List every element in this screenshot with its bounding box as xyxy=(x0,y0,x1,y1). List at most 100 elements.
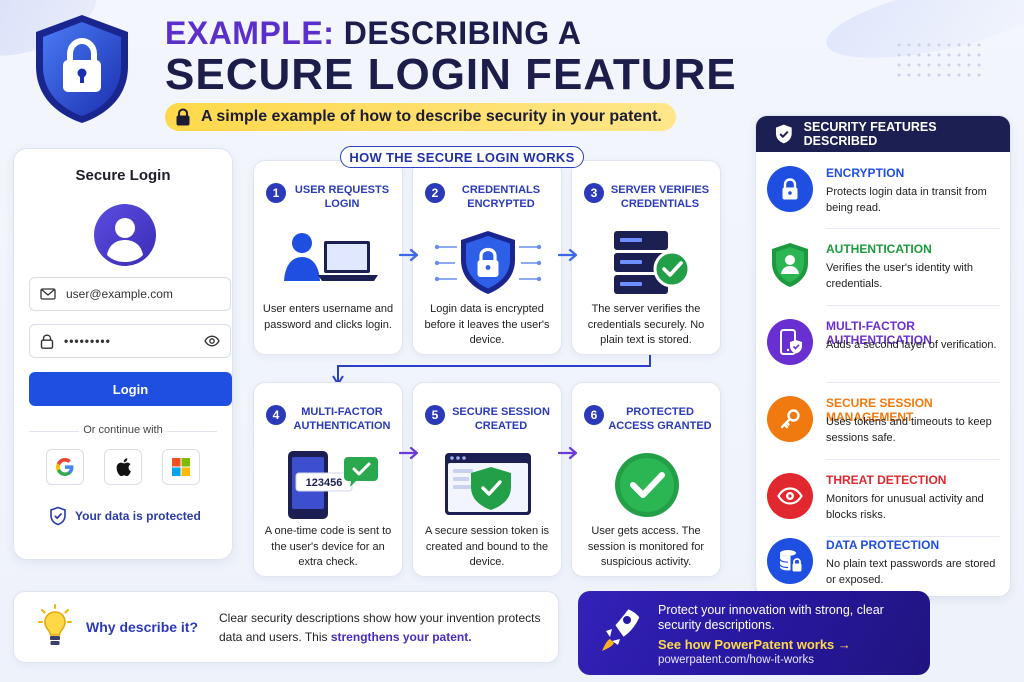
feature-description: Adds a second layer of verification. xyxy=(826,337,1002,353)
security-features-panel: SECURITY FEATURES DESCRIBED ENCRYPTION P… xyxy=(755,115,1011,597)
or-continue-text: Or continue with xyxy=(29,424,217,436)
decorative-dots xyxy=(894,40,984,80)
subtitle-banner: A simple example of how to describe secu… xyxy=(165,103,676,131)
step-card-4: 4 MULTI-FACTOR AUTHENTICATION 123456 A o… xyxy=(253,382,403,577)
password-field[interactable]: ••••••••• xyxy=(29,324,231,358)
step-description: Login data is encrypted before it leaves… xyxy=(421,302,553,349)
data-protected-note: Your data is protected xyxy=(49,506,201,526)
divider xyxy=(826,305,1000,306)
user-shield-icon xyxy=(767,242,813,288)
feature-description: Verifies the user's identity with creden… xyxy=(826,260,1002,292)
step-description: A one-time code is sent to the user's de… xyxy=(262,524,394,571)
key-icon xyxy=(767,396,813,442)
secure-login-flow: 1 USER REQUESTS LOGIN User enters userna… xyxy=(253,150,727,572)
step-number: 5 xyxy=(425,405,445,425)
step-title: PROTECTED ACCESS GRANTED xyxy=(608,405,712,433)
step-title: USER REQUESTS LOGIN xyxy=(290,183,394,211)
feature-encryption: ENCRYPTION Protects login data in transi… xyxy=(756,154,1010,230)
step-card-2: 2 CREDENTIALS ENCRYPTED Login data is en… xyxy=(412,160,562,355)
feature-description: No plain text passwords are stored or ex… xyxy=(826,556,1002,588)
feature-authentication: AUTHENTICATION Verifies the user's ident… xyxy=(756,230,1010,306)
step-number: 4 xyxy=(266,405,286,425)
feature-description: Protects login data in transit from bein… xyxy=(826,184,1002,216)
data-protected-text: Your data is protected xyxy=(75,509,201,523)
feature-description: Monitors for unusual activity and blocks… xyxy=(826,491,1002,523)
phone-shield-icon xyxy=(767,319,813,365)
features-header: SECURITY FEATURES DESCRIBED xyxy=(756,116,1010,152)
step-description: A secure session token is created and bo… xyxy=(421,524,553,571)
lightbulb-icon xyxy=(38,604,72,650)
feature-title: THREAT DETECTION xyxy=(826,473,946,487)
database-lock-icon xyxy=(767,538,813,584)
shield-check-icon xyxy=(49,506,67,526)
server-verified-icon xyxy=(592,229,702,297)
eye-icon[interactable] xyxy=(204,335,220,347)
step-card-3: 3 SERVER VERIFIES CREDENTIALS The server… xyxy=(571,160,721,355)
login-button[interactable]: Login xyxy=(29,372,232,406)
feature-data-protection: DATA PROTECTION No plain text passwords … xyxy=(756,526,1010,597)
google-icon xyxy=(55,457,75,477)
step-title: SECURE SESSION CREATED xyxy=(449,405,553,433)
feature-description: Uses tokens and timeouts to keep session… xyxy=(826,414,1002,446)
shield-check-icon xyxy=(774,123,794,145)
apple-icon xyxy=(114,457,132,477)
cta-link[interactable]: See how PowerPatent works → xyxy=(658,637,851,652)
feature-secure-session-management: SECURE SESSION MANAGEMENT Uses tokens an… xyxy=(756,384,1010,460)
otp-code: 123456 xyxy=(306,477,343,489)
arrow-right-icon xyxy=(558,248,580,262)
powerpatent-cta[interactable]: Protect your innovation with strong, cle… xyxy=(578,591,930,675)
features-heading: SECURITY FEATURES DESCRIBED xyxy=(804,120,1010,148)
step-title: MULTI-FACTOR AUTHENTICATION xyxy=(290,405,394,433)
step-number: 3 xyxy=(584,183,604,203)
cta-text: Protect your innovation with strong, cle… xyxy=(658,603,898,633)
step-number: 2 xyxy=(425,183,445,203)
access-granted-check-icon xyxy=(592,451,702,519)
apple-login-button[interactable] xyxy=(104,449,142,485)
mail-icon xyxy=(40,288,56,300)
step-card-6: 6 PROTECTED ACCESS GRANTED User gets acc… xyxy=(571,382,721,577)
login-card: Secure Login user@example.com ••••••••• … xyxy=(13,148,233,560)
subtitle-text: A simple example of how to describe secu… xyxy=(201,108,662,126)
step-number: 6 xyxy=(584,405,604,425)
phone-otp-icon: 123456 xyxy=(274,451,384,519)
email-field[interactable]: user@example.com xyxy=(29,277,231,311)
page-title-line2: SECURE LOGIN FEATURE xyxy=(165,50,737,100)
shield-lock-icon xyxy=(30,12,134,126)
eye-icon xyxy=(767,473,813,519)
login-title: Secure Login xyxy=(14,167,232,184)
feature-title: ENCRYPTION xyxy=(826,166,904,180)
password-value: ••••••••• xyxy=(64,334,194,348)
lock-icon xyxy=(767,166,813,212)
email-value: user@example.com xyxy=(66,287,220,301)
user-laptop-icon xyxy=(274,229,384,297)
feature-multi-factor-authentication: MULTI-FACTOR AUTHENTICATION Adds a secon… xyxy=(756,307,1010,383)
lock-icon xyxy=(175,108,191,126)
step-number: 1 xyxy=(266,183,286,203)
step-card-5: 5 SECURE SESSION CREATED A secure sessio… xyxy=(412,382,562,577)
step-title: CREDENTIALS ENCRYPTED xyxy=(449,183,553,211)
rocket-icon xyxy=(596,605,642,655)
step-description: The server verifies the credentials secu… xyxy=(580,302,712,349)
encrypted-shield-icon xyxy=(433,229,543,297)
divider xyxy=(826,459,1000,460)
why-title: Why describe it? xyxy=(86,619,198,635)
divider xyxy=(826,382,1000,383)
page-title-line1: EXAMPLE: DESCRIBING A xyxy=(165,15,581,52)
arrow-right-icon xyxy=(399,248,421,262)
step-card-1: 1 USER REQUESTS LOGIN User enters userna… xyxy=(253,160,403,355)
feature-title: DATA PROTECTION xyxy=(826,538,939,552)
lock-icon xyxy=(40,334,54,349)
microsoft-login-button[interactable] xyxy=(162,449,200,485)
step-title: SERVER VERIFIES CREDENTIALS xyxy=(608,183,712,211)
browser-session-icon xyxy=(433,451,543,519)
arrow-right-icon xyxy=(558,446,580,460)
feature-title: AUTHENTICATION xyxy=(826,242,932,256)
why-describe-card: Why describe it? Clear security descript… xyxy=(13,591,559,663)
flow-heading: HOW THE SECURE LOGIN WORKS xyxy=(340,146,584,168)
avatar xyxy=(94,204,156,266)
google-login-button[interactable] xyxy=(46,449,84,485)
divider xyxy=(826,228,1000,229)
microsoft-icon xyxy=(172,458,190,476)
cta-url[interactable]: powerpatent.com/how-it-works xyxy=(658,654,814,666)
step-description: User gets access. The session is monitor… xyxy=(580,524,712,571)
